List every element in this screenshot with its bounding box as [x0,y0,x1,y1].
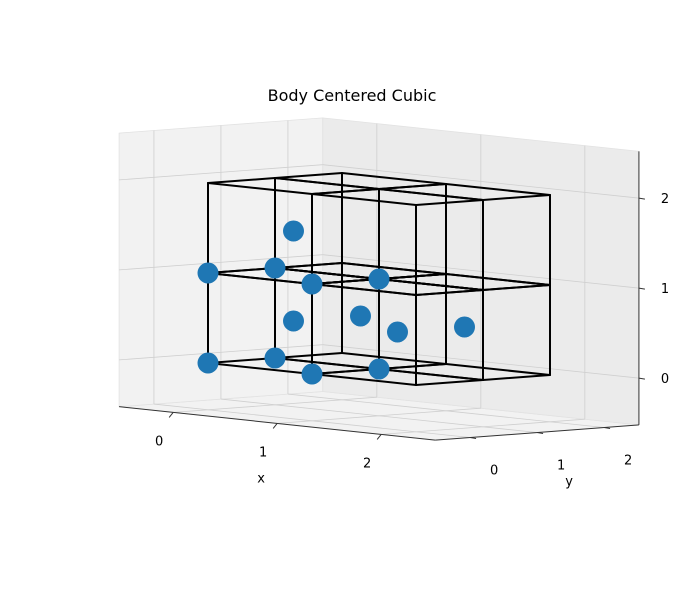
x-tick [376,434,382,440]
cube-edge [445,183,551,196]
grid-line-z-back [322,344,639,379]
cube-edge [207,177,276,184]
grid-line-z-left [119,344,323,361]
cube-edge [341,172,447,185]
y-tick [469,437,477,440]
cube-edge [378,363,447,370]
cube-edge [415,199,484,206]
x-tick [168,412,174,418]
cube-edge [274,267,380,280]
cube-edge [207,362,313,375]
cube-edge [415,289,484,296]
z-tick-label: 0 [661,372,669,387]
atom-point [301,363,323,385]
y-tick [603,427,611,430]
cube-edge [311,368,380,375]
grid-line-y-floor [220,398,538,433]
x-tick [272,423,278,429]
atom-point [264,347,286,369]
x-tick-label: 0 [155,434,163,449]
chart-title: Body Centered Cubic [268,86,437,105]
atom-points [197,220,475,385]
z-tick [638,197,646,200]
cube-edge [482,194,551,201]
cube-edge [274,352,343,359]
cube-edge [378,273,447,280]
y-tick [536,432,544,435]
cube-edge [482,374,551,381]
tick-marks: 0 1 2 0 1 2 0 1 2 [155,192,669,478]
y-tick-label: 1 [557,459,565,474]
grid-line-y-floor [287,393,605,428]
cube-edge [415,379,484,386]
x-tick-label: 2 [363,456,371,471]
atom-point [197,262,219,284]
cube-edge [445,273,551,286]
cube-edge [378,278,484,291]
cube-edge [274,357,380,370]
atom-point [283,220,304,242]
grid-lines [119,120,639,438]
atom-point [350,305,371,327]
cube-edge [341,262,447,275]
cube-edge [311,283,417,296]
atom-point [368,268,390,290]
cube-edge [274,172,343,179]
cube-edge [341,352,447,365]
cube-edges [207,172,551,386]
cube-edge [378,183,447,190]
cube-edge [378,368,484,381]
y-axis-label: y [565,475,573,490]
grid-line-z-left [119,254,323,271]
chart-labels: Body Centered Cubic x y z [257,86,573,490]
cube-edge [207,182,313,195]
cube-edge [274,177,380,190]
cube-edge [274,262,343,269]
y-tick-label: 2 [624,454,632,469]
x-tick-label: 1 [259,445,267,460]
y-tick-label: 0 [490,464,498,479]
atom-point [283,310,304,332]
cube-edge [207,272,313,285]
grid-line-z-left [119,164,323,181]
cube-edge [207,267,276,274]
z-tick-label: 2 [661,192,669,207]
cube-edge [378,188,484,201]
cube-edge [311,278,380,285]
atom-point [264,257,286,279]
atom-point [368,358,390,380]
grid-line-z-back [322,254,639,289]
cube-edge [482,284,551,291]
atom-point [387,321,408,343]
cube-edge [445,363,551,376]
z-tick-label: 1 [661,282,669,297]
atom-point [454,316,475,338]
cube-edge [311,193,417,206]
cube-edge [311,188,380,195]
cube-edge [207,357,276,364]
grid-line-z-back [322,164,639,199]
grid-line-y-floor [153,403,471,438]
z-tick [638,287,646,290]
atom-point [197,352,219,374]
atom-point [301,273,323,295]
cube-edge [311,373,417,386]
x-axis-label: x [257,471,265,486]
z-tick [638,377,646,380]
